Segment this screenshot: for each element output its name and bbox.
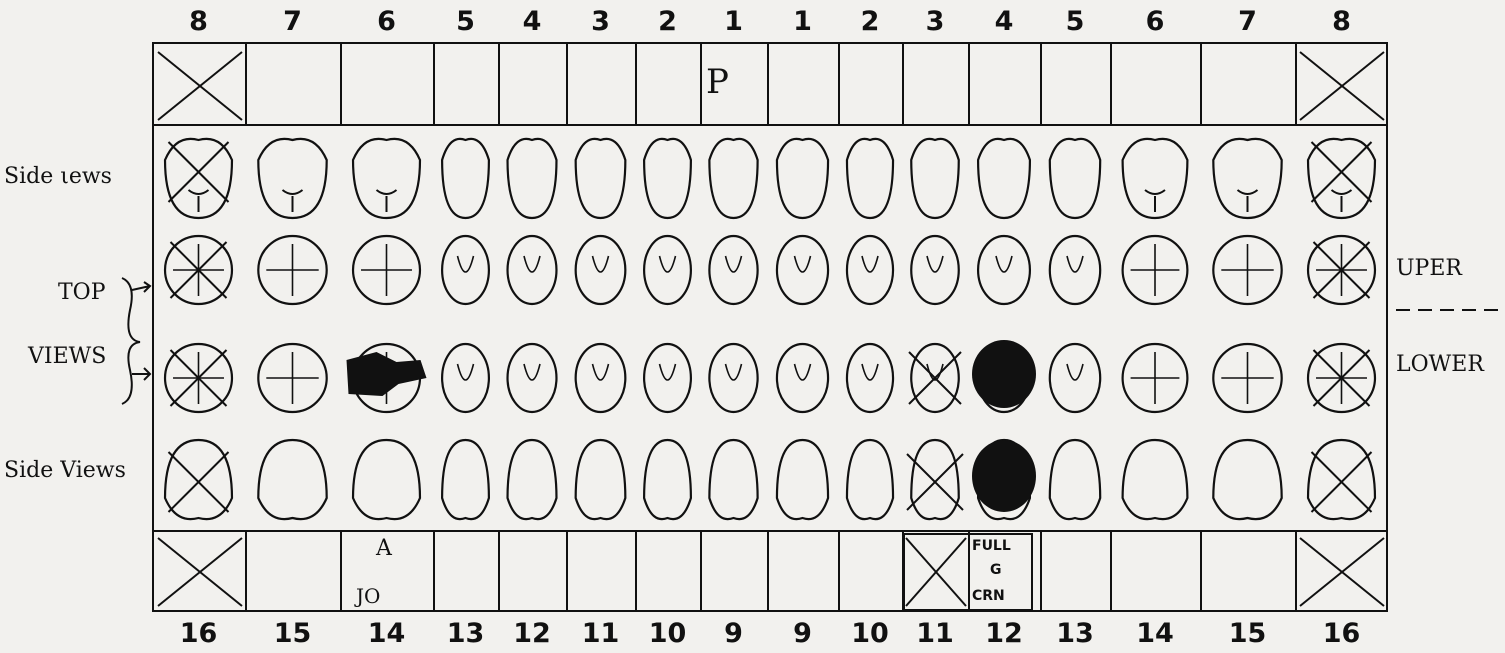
upper-side-tooth bbox=[576, 139, 626, 218]
fissure-line bbox=[266, 352, 318, 404]
upper-side-tooth bbox=[709, 139, 757, 218]
lower-side-tooth bbox=[1123, 440, 1188, 519]
lower-top-tooth bbox=[644, 344, 691, 412]
fissure-line bbox=[660, 256, 676, 272]
filled-tooth bbox=[972, 340, 1036, 408]
fissure-line bbox=[927, 256, 943, 272]
fissure-line bbox=[524, 256, 540, 272]
fissure-line bbox=[726, 256, 742, 272]
upper-side-tooth bbox=[508, 139, 557, 218]
cusp-line bbox=[1238, 190, 1258, 212]
lower-side-tooth bbox=[1308, 440, 1375, 519]
upper-top-tooth bbox=[978, 236, 1030, 304]
fissure-line bbox=[361, 244, 412, 296]
lower-side-tooth bbox=[1050, 440, 1100, 519]
fissure-line bbox=[862, 364, 878, 380]
filled-tooth bbox=[972, 440, 1036, 512]
fissure-line bbox=[726, 364, 742, 380]
fissure-line bbox=[1221, 352, 1273, 404]
upper-top-tooth bbox=[508, 236, 557, 304]
lower-side-tooth bbox=[442, 440, 489, 519]
fissure-line bbox=[1221, 244, 1273, 296]
lower-side-tooth bbox=[508, 440, 557, 519]
fissure-line bbox=[795, 364, 811, 380]
cusp-line bbox=[377, 190, 397, 212]
upper-top-tooth bbox=[847, 236, 893, 304]
cusp-line bbox=[1145, 190, 1165, 212]
lower-top-tooth bbox=[777, 344, 828, 412]
upper-top-tooth bbox=[644, 236, 691, 304]
lower-top-tooth bbox=[1050, 344, 1100, 412]
lower-top-tooth bbox=[442, 344, 489, 412]
fissure-line bbox=[593, 256, 609, 272]
upper-side-tooth bbox=[644, 139, 691, 218]
upper-top-tooth bbox=[777, 236, 828, 304]
lower-top-tooth bbox=[709, 344, 757, 412]
fissure-line bbox=[524, 364, 540, 380]
fissure-line bbox=[660, 364, 676, 380]
lower-side-tooth bbox=[709, 440, 757, 519]
full-crown-box bbox=[904, 534, 1032, 610]
lower-side-tooth bbox=[353, 440, 420, 519]
lower-top-tooth bbox=[508, 344, 557, 412]
upper-top-tooth bbox=[442, 236, 489, 304]
fissure-line bbox=[458, 256, 474, 272]
lower-side-tooth bbox=[165, 440, 232, 519]
lower-side-tooth bbox=[777, 440, 828, 519]
lower-side-tooth bbox=[1213, 440, 1281, 519]
cusp-line bbox=[189, 190, 209, 212]
upper-top-tooth bbox=[576, 236, 626, 304]
fissure-line bbox=[458, 364, 474, 380]
lower-side-tooth bbox=[644, 440, 691, 519]
upper-side-tooth bbox=[978, 139, 1030, 218]
upper-top-tooth bbox=[709, 236, 757, 304]
fissure-line bbox=[996, 256, 1012, 272]
fissure-line bbox=[795, 256, 811, 272]
fissure-line bbox=[862, 256, 878, 272]
lower-side-tooth bbox=[576, 440, 626, 519]
lower-top-tooth bbox=[576, 344, 626, 412]
fissure-line bbox=[1067, 364, 1083, 380]
upper-side-tooth bbox=[911, 139, 959, 218]
lower-side-tooth bbox=[911, 440, 959, 519]
cusp-line bbox=[283, 190, 303, 212]
upper-top-tooth bbox=[1050, 236, 1100, 304]
lower-side-tooth bbox=[258, 440, 326, 519]
lower-top-tooth bbox=[847, 344, 893, 412]
upper-side-tooth bbox=[1050, 139, 1100, 218]
upper-side-tooth bbox=[777, 139, 828, 218]
lower-side-tooth bbox=[847, 440, 893, 519]
fissure-line bbox=[1131, 352, 1180, 404]
upper-side-tooth bbox=[442, 139, 489, 218]
cusp-line bbox=[1332, 190, 1352, 212]
upper-top-tooth bbox=[911, 236, 959, 304]
upper-side-tooth bbox=[847, 139, 893, 218]
fissure-line bbox=[1131, 244, 1180, 296]
fissure-line bbox=[593, 364, 609, 380]
fissure-line bbox=[1067, 256, 1083, 272]
fissure-line bbox=[266, 244, 318, 296]
